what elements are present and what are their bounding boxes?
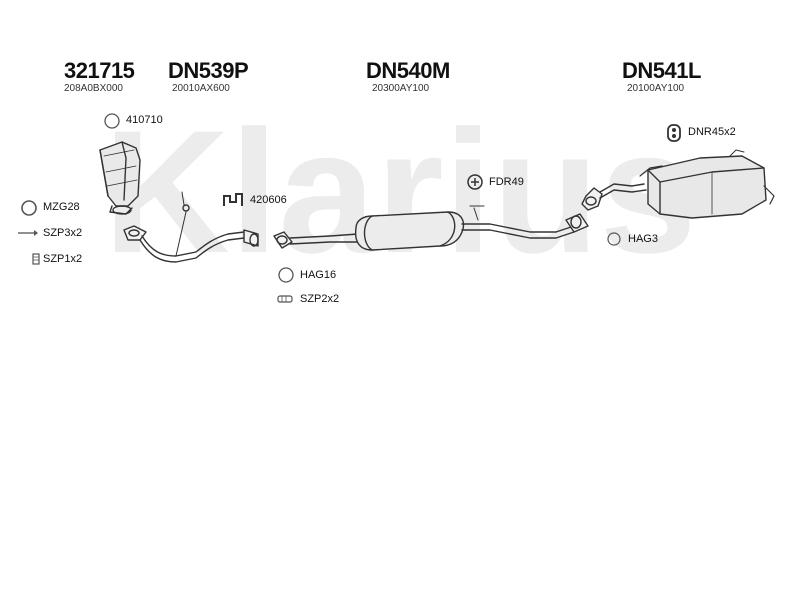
gasket-ring-icon [21,200,37,216]
oem-number-2: 20010AX600 [172,83,230,94]
spring-bolt-icon [32,253,40,265]
part-number-4: DN541L [622,58,701,83]
accessory-hag3: HAG3 [628,233,658,245]
accessory-mzg28: MZG28 [43,201,80,213]
stud-bolt-icon [277,295,293,303]
rubber-hanger-icon [667,124,681,142]
part-number-3: DN540M [366,58,450,83]
oem-number-1: 208A0BX000 [64,83,123,94]
accessory-fdr49: FDR49 [489,176,524,188]
rubber-mount-icon [467,174,483,190]
oem-number-4: 20100AY100 [627,83,685,94]
part-number-2: DN539P [168,58,249,83]
accessory-dnr45x2: DNR45x2 [688,126,736,138]
accessory-szp1x2: SZP1x2 [43,253,83,265]
hanger-ring-icon [607,232,621,246]
accessory-szp2x2: SZP2x2 [300,293,340,305]
rear-silencer [581,149,775,219]
oem-number-3: 20300AY100 [372,83,430,94]
accessory-420606: 420606 [250,194,287,206]
bolt-icon [18,230,38,236]
bracket-icon [223,193,243,206]
part-number-1: 321715 [64,58,135,83]
accessory-hag16: HAG16 [300,269,337,281]
catalytic-converter [99,141,141,215]
accessory-410710: 410710 [126,114,163,126]
front-pipe [123,191,259,263]
middle-silencer [273,205,589,251]
hanger-ring-icon [278,267,294,283]
accessory-szp3x2: SZP3x2 [43,227,83,239]
ring-clamp-icon [104,113,120,129]
